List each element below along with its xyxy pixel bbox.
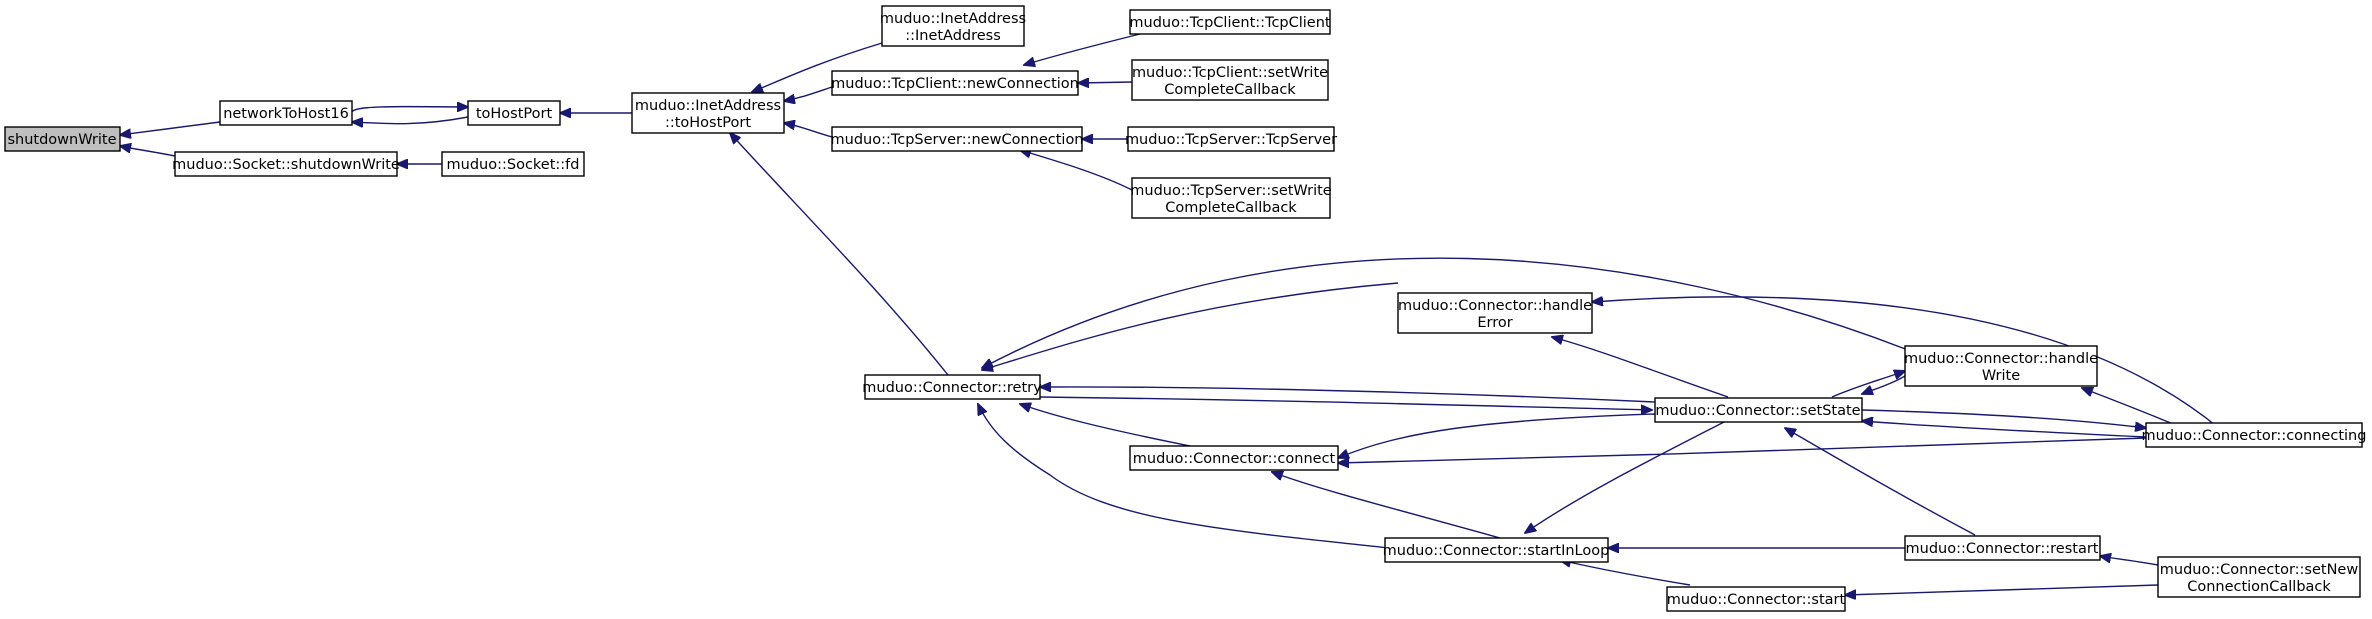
node-label: muduo::TcpServer::newConnection	[831, 132, 1084, 148]
node-label: muduo::Connector::connecting	[2142, 428, 2367, 444]
node-connector-retry[interactable]: muduo::Connector::retry	[862, 374, 1042, 400]
node-tcpclient-ctor[interactable]: muduo::TcpClient::TcpClient	[1129, 9, 1331, 35]
node-tcpserver-setwrite[interactable]: muduo::TcpServer::setWrite CompleteCallb…	[1130, 177, 1332, 219]
node-label-line1: muduo::Connector::setNew	[2160, 562, 2359, 578]
node-label: muduo::TcpClient::TcpClient	[1129, 15, 1331, 31]
node-label: muduo::Connector::setState	[1655, 403, 1860, 419]
node-label-line1: muduo::InetAddress	[635, 98, 781, 114]
node-connector-setstate[interactable]: muduo::Connector::setState	[1654, 397, 1863, 423]
node-tcpclient-setwrite[interactable]: muduo::TcpClient::setWrite CompleteCallb…	[1131, 59, 1329, 101]
node-label-line1: muduo::Connector::handle	[1904, 351, 2098, 367]
edge-setState-to-connecting	[1861, 409, 2146, 428]
edge-connecting-to-connect	[1338, 437, 2147, 463]
edge-toHostPort-to-networkToHost16	[349, 107, 468, 120]
node-label-line2: CompleteCallback	[1164, 82, 1296, 98]
node-label-line2: ::toHostPort	[665, 115, 751, 131]
edge-connecting-to-setState	[1862, 421, 2147, 438]
node-connector-start[interactable]: muduo::Connector::start	[1666, 586, 1846, 612]
edge-networkToHost16-to-toHostPort	[352, 116, 469, 124]
edge-setState-to-handleWrite	[1831, 371, 1905, 398]
node-label: shutdownWrite	[7, 132, 116, 148]
node-connector-handleerror[interactable]: muduo::Connector::handle Error	[1397, 292, 1593, 334]
node-label-line2: Error	[1477, 315, 1512, 331]
edge-setState-to-restart	[1785, 428, 1976, 536]
node-tcpserver-ctor[interactable]: muduo::TcpServer::TcpServer	[1125, 126, 1337, 152]
node-shutdownWrite[interactable]: shutdownWrite	[4, 126, 121, 152]
edge-startInLoop-to-retry	[978, 404, 1391, 549]
edge-setState-to-startInLoop	[1525, 419, 1729, 533]
edge-retry-to-setState	[1039, 396, 1652, 410]
edge-start-to-startInLoop	[1560, 560, 1691, 586]
node-networkToHost16[interactable]: networkToHost16	[219, 100, 353, 126]
node-label: networkToHost16	[223, 106, 349, 122]
edge-setNewConnCb-to-restart	[2100, 556, 2159, 566]
node-label-line2: Write	[1982, 368, 2020, 384]
node-label: muduo::Connector::connect	[1133, 451, 1336, 467]
edges-layer	[120, 33, 2221, 595]
node-label: muduo::Connector::startInLoop	[1383, 543, 1610, 559]
node-toHostPort[interactable]: toHostPort	[467, 100, 561, 126]
node-label-line1: muduo::TcpClient::setWrite	[1132, 65, 1328, 81]
edge-clientNewConnection-to-inetToHostPort	[784, 86, 833, 101]
edge-serverNewConnection-to-inetToHostPort	[784, 123, 833, 138]
node-label: muduo::Socket::shutdownWrite	[172, 157, 400, 173]
edge-setState-to-retry	[1040, 387, 1656, 403]
node-connector-setnewconnectioncallback[interactable]: muduo::Connector::setNew ConnectionCallb…	[2157, 556, 2361, 598]
node-label: muduo::Connector::retry	[862, 380, 1042, 396]
edge-clientSetWrite-to-clientNewConnection	[1078, 82, 1133, 83]
node-connector-startinloop[interactable]: muduo::Connector::startInLoop	[1383, 537, 1610, 563]
edge-inetCtor-to-inetToHostPort	[752, 42, 883, 92]
edge-connect-to-retry	[1020, 404, 1201, 449]
edge-setNewConnCb-to-start	[1845, 584, 2159, 595]
edge-retry-to-inetToHostPort	[730, 133, 949, 376]
edge-startInLoop-to-connect	[1272, 472, 1501, 539]
node-label: muduo::TcpServer::TcpServer	[1125, 132, 1337, 148]
edge-connecting-to-handleError	[1592, 296, 2221, 430]
node-connector-restart[interactable]: muduo::Connector::restart	[1904, 535, 2101, 561]
node-label-line1: muduo::Connector::handle	[1398, 298, 1592, 314]
node-label: muduo::TcpClient::newConnection	[831, 76, 1079, 92]
edge-serverSetWrite-to-serverNewConnection	[1020, 150, 1133, 191]
node-label: muduo::Socket::fd	[447, 157, 580, 173]
node-label-line1: muduo::TcpServer::setWrite	[1130, 183, 1332, 199]
node-label-line2: CompleteCallback	[1165, 200, 1297, 216]
node-label-line2: ConnectionCallback	[2187, 579, 2331, 595]
edge-networkToHost16-to-shutdownWrite	[120, 121, 221, 135]
node-label: toHostPort	[476, 106, 553, 122]
node-label: muduo::Connector::start	[1667, 592, 1846, 608]
node-label: muduo::Connector::restart	[1906, 541, 2099, 557]
node-connector-connecting[interactable]: muduo::Connector::connecting	[2142, 422, 2367, 448]
node-socket-shutdownWrite[interactable]: muduo::Socket::shutdownWrite	[172, 151, 400, 177]
edge-clientCtor-to-clientNewConnection	[1024, 33, 1141, 65]
node-connector-handlewrite[interactable]: muduo::Connector::handle Write	[1904, 345, 2098, 387]
node-tcpclient-newconnection[interactable]: muduo::TcpClient::newConnection	[831, 70, 1079, 96]
edge-handleError-to-retry	[982, 282, 1399, 370]
node-label-line1: muduo::InetAddress	[880, 11, 1026, 27]
node-inetaddress-ctor[interactable]: muduo::InetAddress ::InetAddress	[880, 5, 1026, 47]
edge-setState-to-connect	[1338, 413, 1656, 458]
node-tcpserver-newconnection[interactable]: muduo::TcpServer::newConnection	[831, 126, 1084, 152]
node-inetaddress-tohostport[interactable]: muduo::InetAddress ::toHostPort	[631, 92, 785, 134]
edge-socketShutdownWrite-to-shutdownWrite	[120, 146, 176, 157]
node-socket-fd[interactable]: muduo::Socket::fd	[441, 151, 585, 177]
node-connector-connect[interactable]: muduo::Connector::connect	[1129, 445, 1339, 471]
edge-setState-to-handleError	[1552, 337, 1729, 398]
edge-handleWrite-to-retry	[982, 257, 1909, 368]
nodes-layer: shutdownWrite networkToHost16 muduo::Soc…	[4, 5, 2367, 612]
node-label-line2: ::InetAddress	[905, 28, 1001, 44]
